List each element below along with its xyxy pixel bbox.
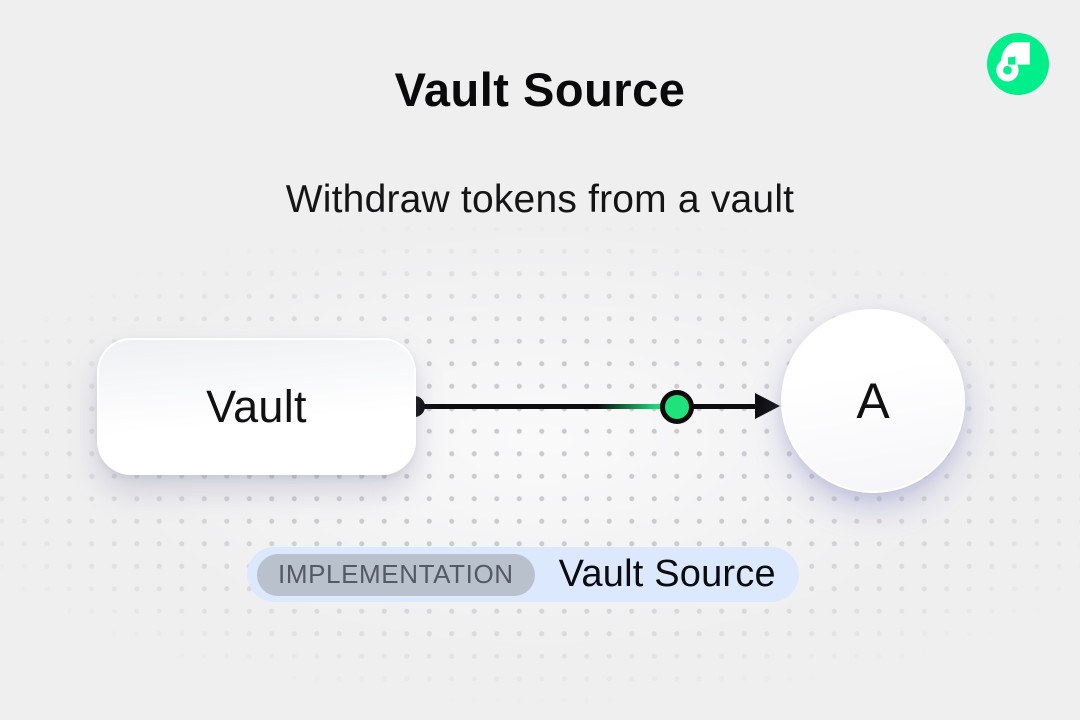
- page-title: Vault Source: [394, 63, 686, 116]
- target-node-label: A: [856, 373, 890, 429]
- implementation-badge: IMPLEMENTATION Vault Source: [247, 547, 799, 602]
- flow-logo-icon: [987, 33, 1049, 95]
- implementation-label: Vault Source: [558, 553, 776, 595]
- connector-green-fade: [598, 404, 662, 409]
- page-subtitle: Withdraw tokens from a vault: [285, 178, 795, 221]
- connector-line: [414, 404, 760, 409]
- connector-mid-node: [660, 390, 694, 424]
- target-node: A: [781, 309, 965, 493]
- connector-arrowhead-icon: [755, 393, 780, 419]
- implementation-tag: IMPLEMENTATION: [257, 553, 535, 596]
- vault-node-label: Vault: [206, 380, 307, 432]
- vault-node: Vault: [97, 338, 416, 475]
